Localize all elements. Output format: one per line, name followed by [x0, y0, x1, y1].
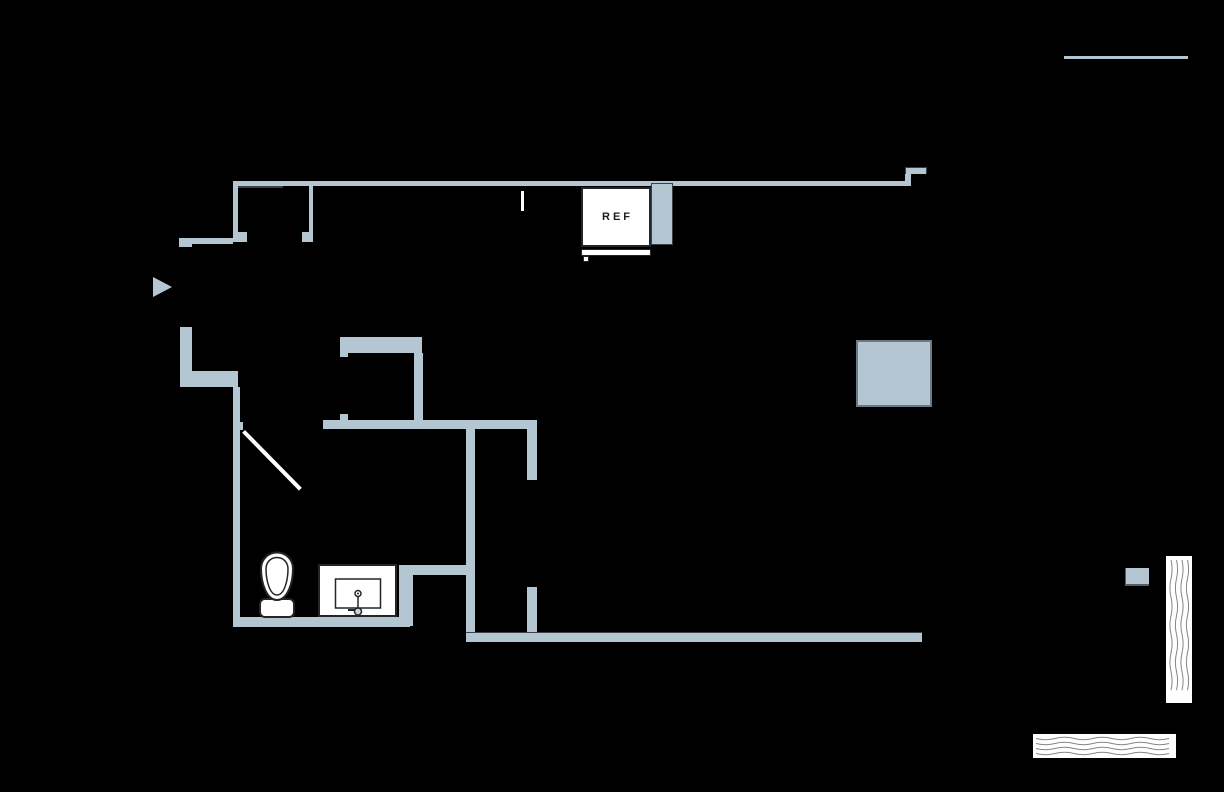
door-window-tick	[521, 191, 524, 211]
bottom-long-wall	[466, 632, 922, 642]
wall-top-step-cap	[905, 167, 927, 174]
wall-block-right-of-ref	[651, 183, 673, 245]
refrigerator: REF	[581, 187, 651, 247]
hall-wall-bump	[340, 414, 348, 420]
bathroom-bottom-wall	[233, 617, 410, 627]
bathroom-door-swing	[242, 430, 302, 491]
water-hatch-horizontal	[1033, 734, 1176, 758]
hall-wall-horizontal	[323, 420, 537, 429]
closet-right-foot	[302, 232, 313, 242]
wall-marker-rect	[1125, 568, 1149, 586]
refrigerator-label: REF	[602, 211, 633, 223]
entry-arrow	[153, 277, 172, 297]
entry-lower-wall-horizontal	[180, 371, 238, 387]
entry-upper-wall	[179, 238, 233, 244]
water-hatch-vertical	[1166, 556, 1192, 703]
wall-top-step-riser	[905, 167, 911, 186]
peninsula-right-wall	[414, 353, 423, 420]
sink-vanity	[318, 564, 397, 617]
toilet	[257, 551, 297, 620]
wall-top-main	[233, 181, 907, 186]
entry-upper-foot	[179, 238, 192, 247]
closet-left-wall	[233, 186, 238, 232]
peninsula-top-bar	[340, 337, 422, 353]
closet-right-wall	[309, 186, 313, 232]
refrigerator-corner-chip	[583, 256, 589, 262]
reference-line-top-right	[1064, 56, 1188, 59]
refrigerator-door-strip	[581, 249, 651, 256]
bathroom-right-wall-horizontal	[399, 565, 467, 575]
kitchen-island	[856, 340, 932, 407]
bathroom-right-wall-vertical	[399, 565, 413, 626]
hall-left-wall	[466, 429, 475, 641]
peninsula-left-foot	[340, 350, 348, 357]
closet-header-line	[237, 186, 283, 188]
bathroom-door-hinge-stub	[238, 422, 243, 430]
hall-right-wall-upper	[527, 429, 537, 480]
closet-left-foot	[233, 232, 247, 242]
bathroom-left-wall	[233, 387, 240, 626]
hall-right-wall-lower	[527, 587, 537, 632]
